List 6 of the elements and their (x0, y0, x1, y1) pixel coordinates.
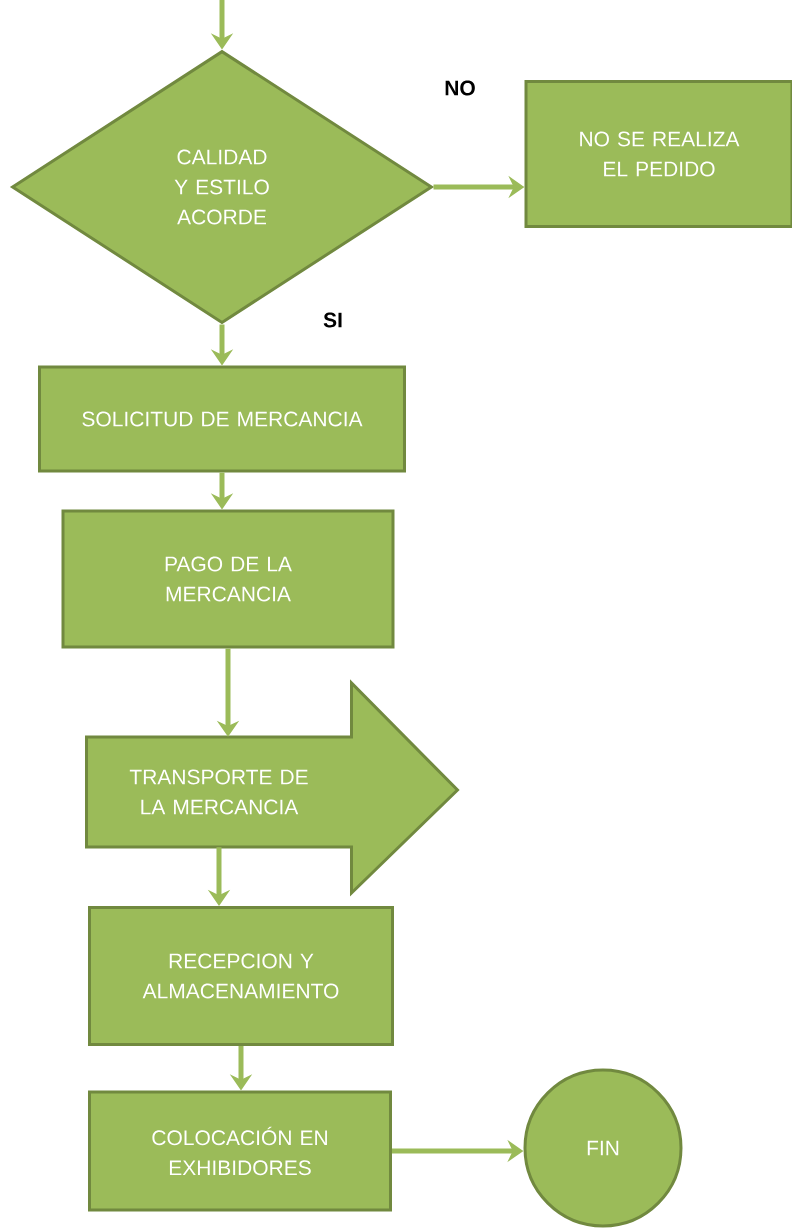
process-box: PAGO DE LA MERCANCIA (61, 509, 395, 649)
process-box: SOLICITUD DE MERCANCIA (38, 365, 406, 473)
edge-label: NO (442, 78, 478, 98)
process-box: NO SE REALIZA EL PEDIDO (524, 80, 792, 228)
process-box: RECEPCION Y ALMACENAMIENTO (88, 906, 394, 1046)
process-box: COLOCACIÓN EN EXHIBIDORES (88, 1090, 392, 1212)
